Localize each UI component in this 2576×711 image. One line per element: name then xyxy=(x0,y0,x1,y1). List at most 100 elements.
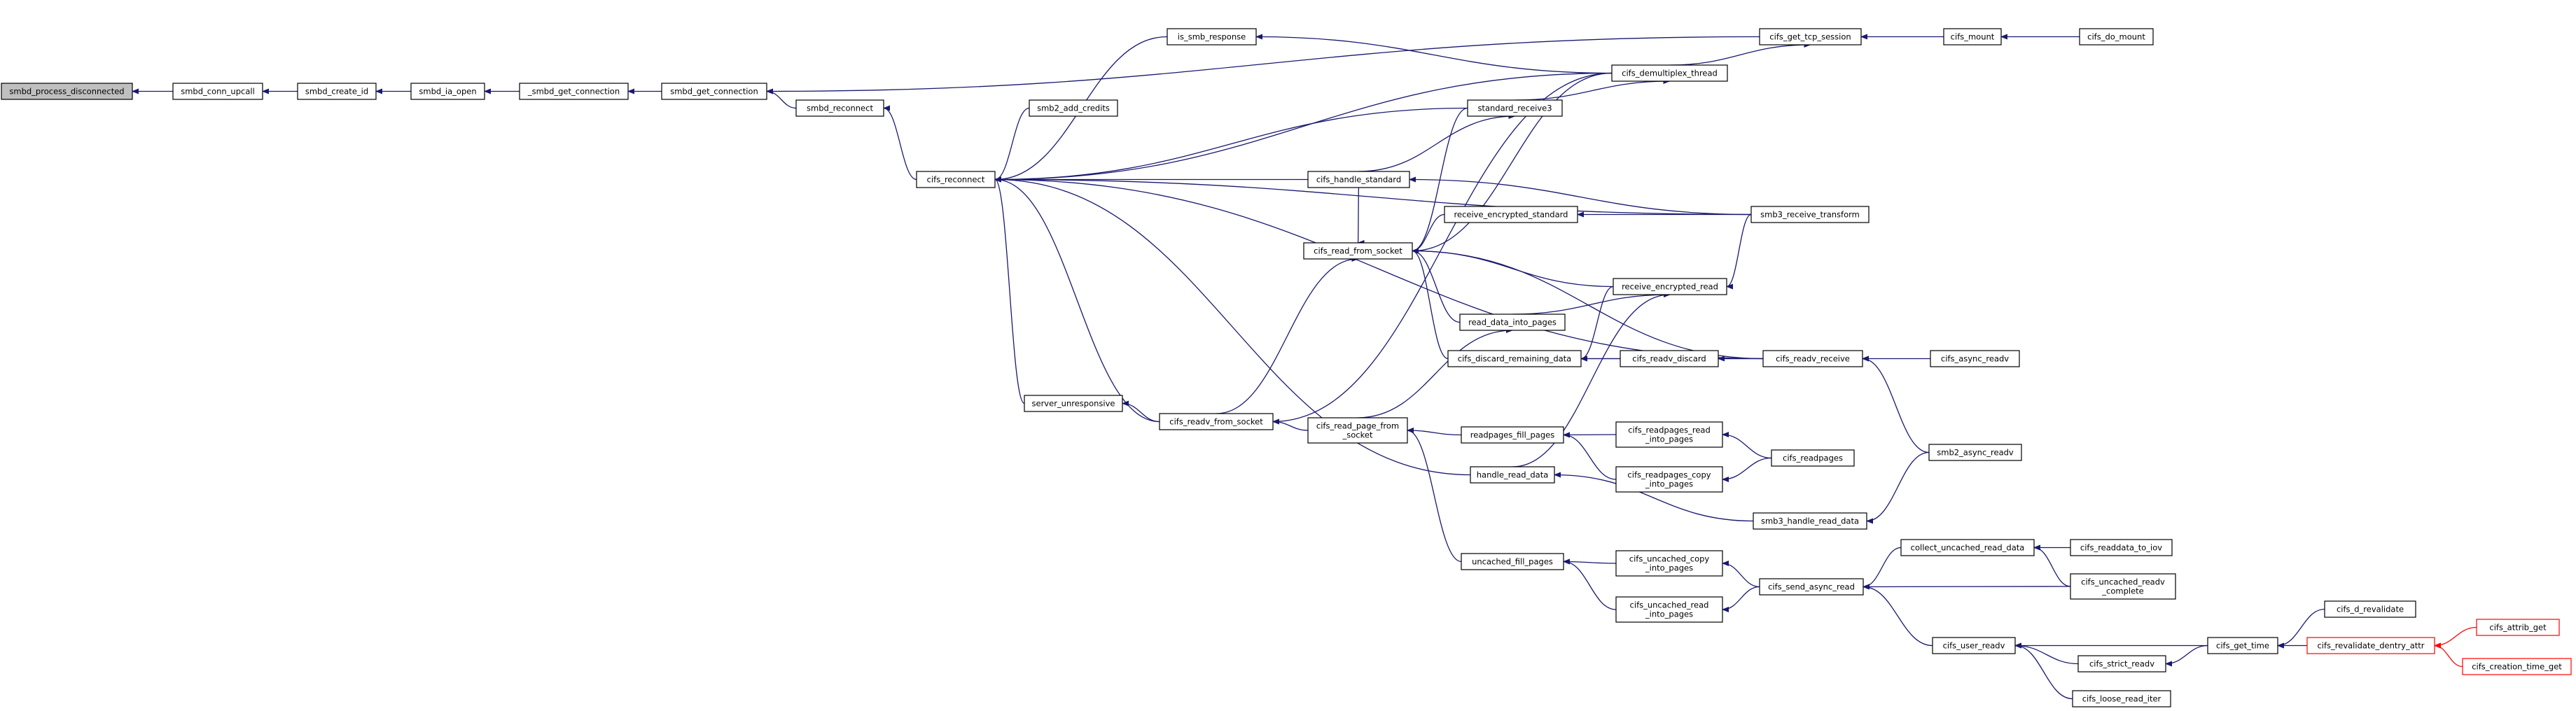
node-label: cifs_readv_receive xyxy=(1776,354,1850,364)
node-box xyxy=(2079,28,2154,45)
node-cifs-do-mount[interactable]: cifs_do_mount xyxy=(2079,28,2154,45)
node-box xyxy=(1615,466,1723,493)
node-cifs-read-page-from-socket[interactable]: cifs_read_page_from_socket xyxy=(1307,417,1408,444)
node-uncached-fill-pages[interactable]: uncached_fill_pages xyxy=(1461,553,1564,570)
node-cifs-user-readv[interactable]: cifs_user_readv xyxy=(1932,637,2016,654)
node-cifs-readv-receive[interactable]: cifs_readv_receive xyxy=(1762,350,1863,367)
edge-read-data-into-pages-to-receive-encrypted-read xyxy=(1512,292,1671,315)
node-box xyxy=(1307,171,1410,188)
node-box xyxy=(2324,600,2416,618)
node-cifs-readv-from-socket[interactable]: cifs_readv_from_socket xyxy=(1159,413,1274,430)
node-label: cifs_reconnect xyxy=(927,175,985,185)
node-receive-encrypted-standard[interactable]: receive_encrypted_standard xyxy=(1444,206,1578,223)
node-box xyxy=(1461,426,1564,444)
node-cifs-uncached-read-into-pages[interactable]: cifs_uncached_read_into_pages xyxy=(1615,596,1723,623)
node-smbd-create-id[interactable]: smbd_create_id xyxy=(297,83,377,100)
node-collect-uncached-read-data[interactable]: collect_uncached_read_data xyxy=(1900,539,2035,556)
node-cifs-async-readv[interactable]: cifs_async_readv xyxy=(1930,350,2020,367)
edge-read-data-into-pages-to-cifs-read-from-socket xyxy=(1412,248,1461,323)
node-cifs-readpages-copy-into-pages[interactable]: cifs_readpages_copy_into_pages xyxy=(1615,466,1723,493)
node-cifs-handle-standard[interactable]: cifs_handle_standard xyxy=(1307,171,1410,188)
node-smbd-get-connection[interactable]: smbd_get_connection xyxy=(661,83,767,100)
node-label: smbd_reconnect xyxy=(807,104,873,113)
node-label: cifs_uncached_copy xyxy=(1629,554,1710,564)
edge-handle-read-data-to-cifs-reconnect xyxy=(994,176,1471,476)
edge-cifs-demultiplex-thread-to-cifs-reconnect xyxy=(994,72,1613,183)
edge-cifs-discard-remaining-data-to-cifs-read-from-socket xyxy=(1412,248,1449,360)
node-smbd-ia-open[interactable]: smbd_ia_open xyxy=(410,83,485,100)
node-read-data-into-pages[interactable]: read_data_into_pages xyxy=(1459,314,1566,331)
node-cifs-uncached-copy-into-pages[interactable]: cifs_uncached_copy_into_pages xyxy=(1615,550,1723,577)
node-cifs-creation-time-get[interactable]: cifs_creation_time_get xyxy=(2462,658,2572,675)
edge-receive-encrypted-read-to-cifs-discard-remaining-data xyxy=(1580,286,1614,362)
edge-cifs-uncached-read-into-pages-to-uncached-fill-pages xyxy=(1563,558,1617,610)
edge-handle-read-data-to-receive-encrypted-read xyxy=(1512,292,1671,467)
node-label: cifs_do_mount xyxy=(2087,32,2145,42)
node-cifs-d-revalidate[interactable]: cifs_d_revalidate xyxy=(2324,600,2416,618)
node-label: cifs_async_readv xyxy=(1941,354,2009,364)
node-smbd-conn-upcall[interactable]: smbd_conn_upcall xyxy=(172,83,263,100)
node-box xyxy=(1771,449,1855,467)
edge-smb3-receive-transform-to-cifs-handle-standard xyxy=(1409,176,1752,216)
node-smb3-handle-read-data[interactable]: smb3_handle_read_data xyxy=(1753,512,1867,530)
node-box xyxy=(1928,444,2022,461)
node-box xyxy=(1307,417,1408,444)
node-cifs-readv-discard[interactable]: cifs_readv_discard xyxy=(1620,350,1719,367)
node-cifs-readdata-to-iov[interactable]: cifs_readdata_to_iov xyxy=(2070,539,2173,556)
node-label: handle_read_data xyxy=(1477,470,1549,480)
node-cifs-get-tcp-session[interactable]: cifs_get_tcp_session xyxy=(1759,28,1862,45)
node-cifs-attrib-get[interactable]: cifs_attrib_get xyxy=(2476,619,2560,636)
node-readpages-fill-pages[interactable]: readpages_fill_pages xyxy=(1461,426,1564,444)
node-cifs-revalidate-dentry-attr[interactable]: cifs_revalidate_dentry_attr xyxy=(2306,637,2435,654)
node-smbd-process-disconnected[interactable]: smbd_process_disconnected xyxy=(1,83,133,100)
node-cifs-readpages[interactable]: cifs_readpages xyxy=(1771,449,1855,467)
node-label: _into_pages xyxy=(1645,435,1693,444)
node-cifs-readpages-read-into-pages[interactable]: cifs_readpages_read_into_pages xyxy=(1615,421,1723,448)
node-is-smb-response[interactable]: is_smb_response xyxy=(1167,28,1257,45)
node-cifs-demultiplex-thread[interactable]: cifs_demultiplex_thread xyxy=(1611,64,1728,82)
node-smb2-async-readv[interactable]: smb2_async_readv xyxy=(1928,444,2022,461)
edges-layer xyxy=(132,34,2477,700)
node-label: smbd_process_disconnected xyxy=(9,87,124,97)
node-smb2-add-credits[interactable]: smb2_add_credits xyxy=(1029,99,1118,117)
node-standard-receive3[interactable]: standard_receive3 xyxy=(1467,99,1563,117)
edge-smb2-async-readv-to-smb3-handle-read-data xyxy=(1866,451,1930,524)
node-label: smb3_handle_read_data xyxy=(1761,516,1859,526)
edge-cifs-get-tcp-session-to-smbd-get-connection xyxy=(766,36,1760,94)
node-cifs-mount[interactable]: cifs_mount xyxy=(1943,28,2002,45)
node-label: smbd_conn_upcall xyxy=(181,87,255,97)
node-smbd-reconnect[interactable]: smbd_reconnect xyxy=(795,99,884,117)
node-cifs-loose-read-iter[interactable]: cifs_loose_read_iter xyxy=(2072,690,2171,708)
edge-cifs-loose-read-iter-to-cifs-user-readv xyxy=(2014,642,2073,700)
node-box xyxy=(2072,690,2171,708)
node-label: smbd_ia_open xyxy=(419,87,476,97)
node-cifs-read-from-socket[interactable]: cifs_read_from_socket xyxy=(1303,242,1413,260)
node-label: cifs_get_time xyxy=(2216,641,2269,651)
node-cifs-strict-readv[interactable]: cifs_strict_readv xyxy=(2077,655,2166,673)
node-cifs-uncached-readv-complete[interactable]: cifs_uncached_readv_complete xyxy=(2070,573,2176,600)
node-label: collect_uncached_read_data xyxy=(1911,543,2025,553)
node-box xyxy=(1750,206,1870,223)
edge-cifs-send-async-read-to-cifs-uncached-read-into-pages xyxy=(1722,586,1760,612)
node-cifs-get-time[interactable]: cifs_get_time xyxy=(2207,637,2278,654)
node-label: standard_receive3 xyxy=(1477,104,1552,113)
node-label: smb2_add_credits xyxy=(1037,104,1110,113)
node-handle-read-data[interactable]: handle_read_data xyxy=(1470,466,1555,484)
node-box xyxy=(795,99,884,117)
edge-standard-receive3-to-cifs-demultiplex-thread xyxy=(1515,78,1671,101)
node-smb3-receive-transform[interactable]: smb3_receive_transform xyxy=(1750,206,1870,223)
node-smbd-get-connection[interactable]: _smbd_get_connection xyxy=(519,83,629,100)
node-label: cifs_strict_readv xyxy=(2089,659,2154,669)
node-box xyxy=(1620,350,1719,367)
node-receive-encrypted-read[interactable]: receive_encrypted_read xyxy=(1613,278,1727,295)
node-box xyxy=(2476,619,2560,636)
node-box xyxy=(2077,655,2166,673)
node-cifs-send-async-read[interactable]: cifs_send_async_read xyxy=(1759,578,1864,596)
node-cifs-discard-remaining-data[interactable]: cifs_discard_remaining_data xyxy=(1447,350,1582,367)
node-label: server_unresponsive xyxy=(1032,399,1115,409)
node-label: smbd_create_id xyxy=(305,87,368,97)
node-label: is_smb_response xyxy=(1178,32,1246,42)
node-cifs-reconnect[interactable]: cifs_reconnect xyxy=(916,171,996,188)
node-server-unresponsive[interactable]: server_unresponsive xyxy=(1024,395,1123,412)
node-label: cifs_readv_discard xyxy=(1632,354,1706,364)
